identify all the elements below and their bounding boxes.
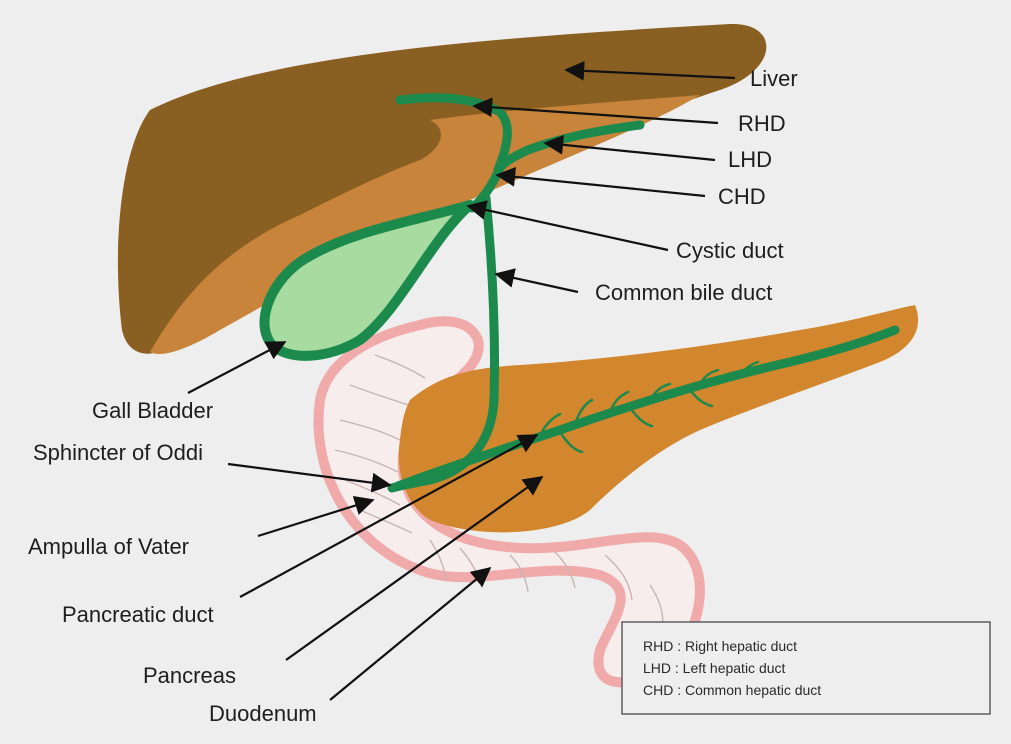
label-gall-bladder: Gall Bladder [92, 398, 213, 423]
label-chd: CHD [718, 184, 766, 209]
label-duodenum: Duodenum [209, 701, 317, 726]
legend-lhd: LHD : Left hepatic duct [643, 660, 786, 676]
label-common-bile-duct: Common bile duct [595, 280, 772, 305]
label-rhd: RHD [738, 111, 786, 136]
legend-rhd: RHD : Right hepatic duct [643, 638, 797, 654]
label-cystic-duct: Cystic duct [676, 238, 784, 263]
label-liver: Liver [750, 66, 798, 91]
label-lhd: LHD [728, 147, 772, 172]
label-pancreas: Pancreas [143, 663, 236, 688]
label-ampulla-of-vater: Ampulla of Vater [28, 534, 189, 559]
label-pancreatic-duct: Pancreatic duct [62, 602, 214, 627]
label-sphincter-of-oddi: Sphincter of Oddi [33, 440, 203, 465]
legend-chd: CHD : Common hepatic duct [643, 682, 821, 698]
legend-box: RHD : Right hepatic duct LHD : Left hepa… [622, 622, 990, 714]
